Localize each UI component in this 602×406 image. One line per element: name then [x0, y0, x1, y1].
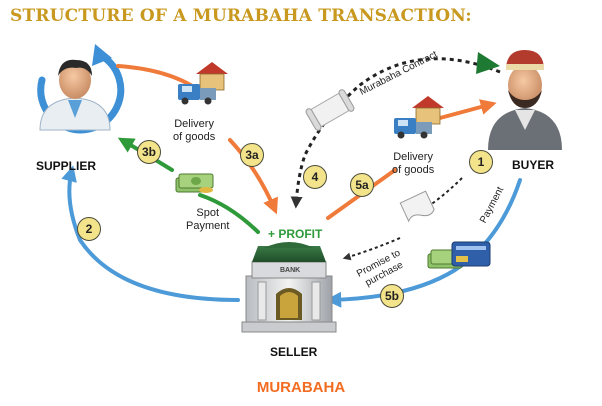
- arrow-5b-payment: [325, 178, 522, 308]
- step-2-badge: 2: [77, 217, 101, 241]
- supplier-figure: [39, 59, 111, 131]
- step-5b-badge: 5b: [380, 284, 404, 308]
- step-4-badge: 4: [303, 165, 327, 189]
- spot-payment-label: Spot Payment: [186, 207, 230, 232]
- buyer-figure: [488, 50, 562, 150]
- delivery-label-right: Delivery of goods: [392, 151, 435, 176]
- page-title: STRUCTURE OF A MURABAHA TRANSACTION:: [10, 6, 472, 26]
- seller-label: SELLER: [270, 345, 318, 359]
- supplier-swoosh-head: [92, 44, 112, 66]
- arrow-3b-payment: [198, 193, 260, 234]
- delivery-truck-left-icon: [178, 62, 228, 105]
- arrow-2: [61, 165, 240, 302]
- footer-label: MURABAHA: [256, 379, 346, 396]
- arrow-3a-delivery-lower: [228, 138, 278, 215]
- promise-paper-icon: [399, 190, 435, 223]
- bank-building-icon: [241, 242, 337, 333]
- arrow-5a-delivery-upper: [438, 99, 497, 120]
- delivery-truck-right-icon: [394, 96, 444, 139]
- supplier-label: SUPPLIER: [36, 159, 97, 173]
- step-3b-badge: 3b: [137, 140, 161, 164]
- contract-scroll-icon: [305, 89, 355, 131]
- step-1-badge: 1: [469, 150, 493, 174]
- cash-and-card-icon: [427, 241, 491, 269]
- buyer-label: BUYER: [512, 158, 555, 172]
- step-5a-badge: 5a: [350, 173, 374, 197]
- delivery-label-left: Delivery of goods: [173, 118, 216, 143]
- bank-sign: BANK: [280, 267, 301, 274]
- arrow-4-contract-head-buyer: [476, 52, 500, 74]
- cash-stack-icon: [175, 173, 214, 193]
- profit-label: + PROFIT: [268, 227, 323, 241]
- step-3a-badge: 3a: [240, 143, 264, 167]
